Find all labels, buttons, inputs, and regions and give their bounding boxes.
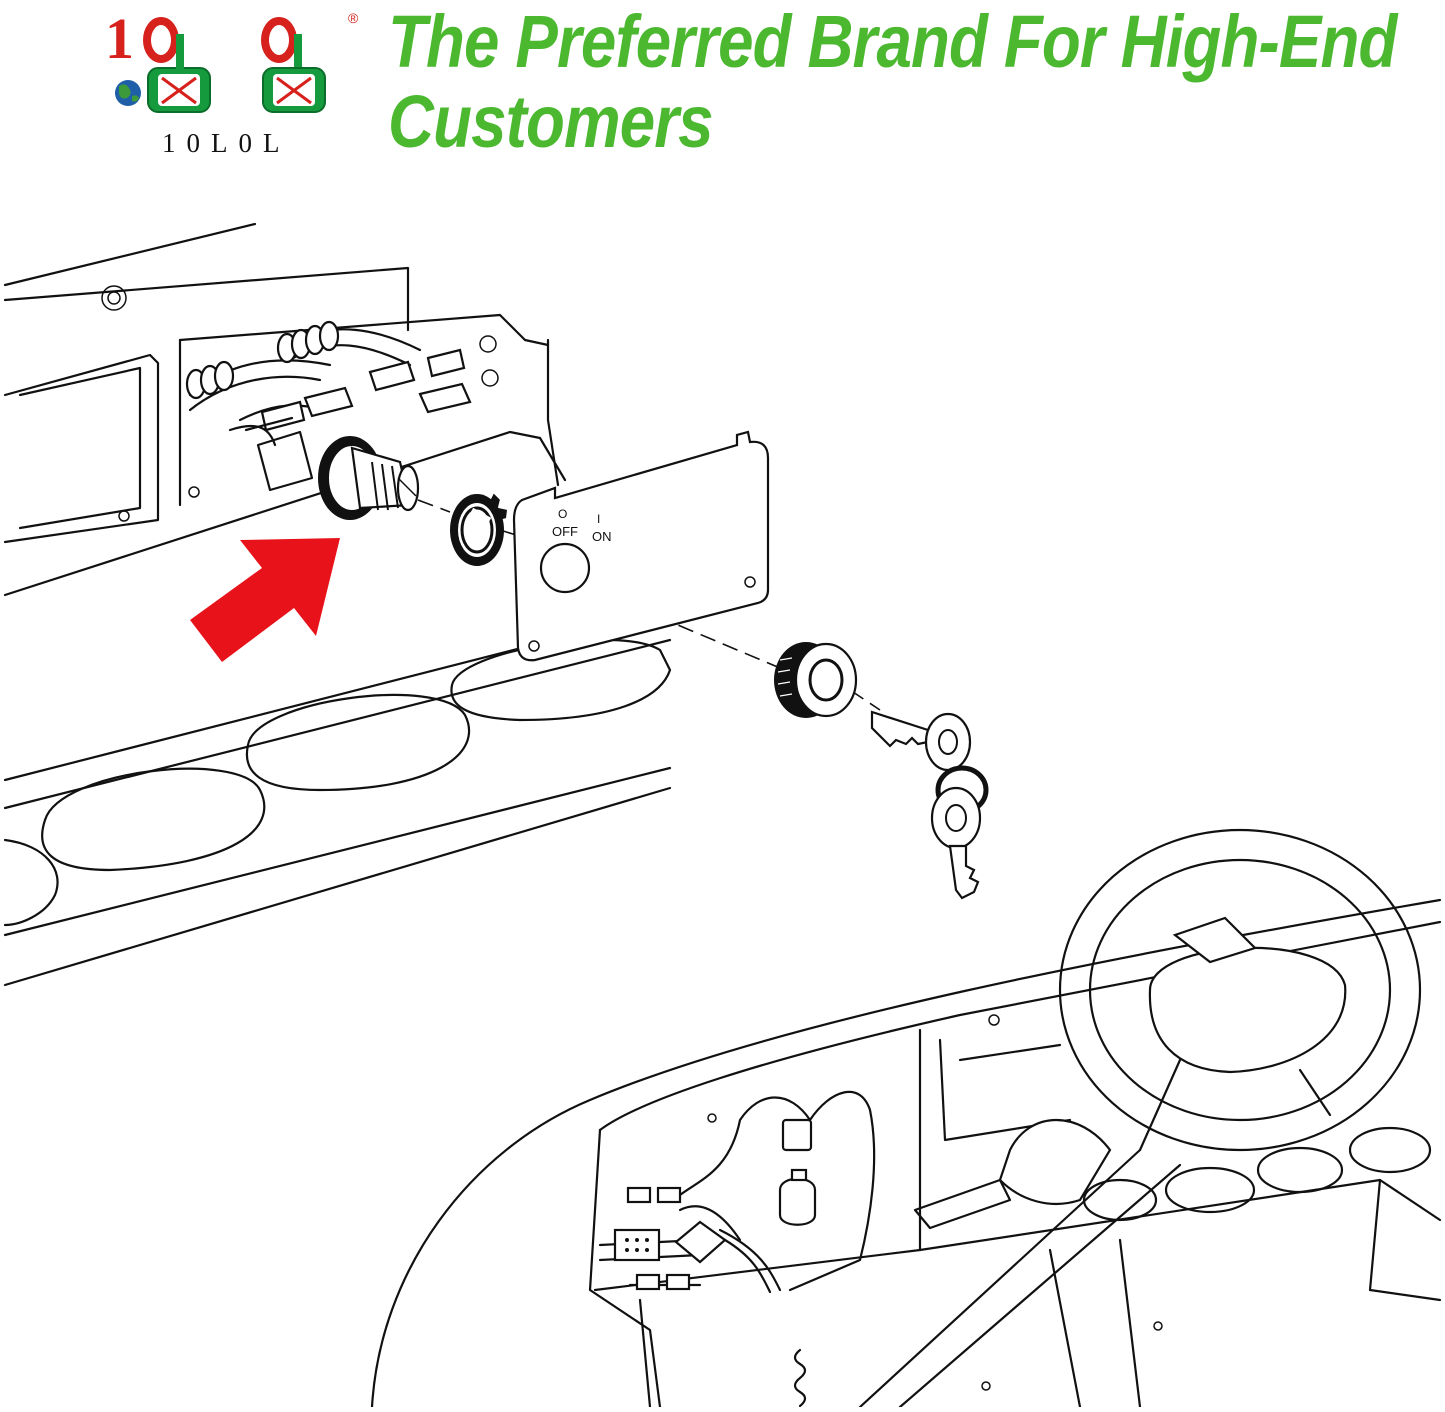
brand-logo: 1 ® 10L0L — [100, 6, 370, 158]
dash-panel — [3, 222, 672, 987]
headline: The Preferred Brand For High-End Custome… — [388, 0, 1397, 163]
ignition-switch — [318, 436, 420, 520]
lock-washer — [450, 493, 508, 566]
off-label: OFF — [552, 524, 578, 539]
keys-icon — [870, 710, 989, 900]
wire-terminals — [260, 348, 472, 432]
trademark-symbol: ® — [348, 10, 359, 26]
knurled-nut — [774, 642, 858, 718]
off-symbol: O — [558, 507, 567, 521]
headline-line-2: Customers — [388, 80, 714, 163]
headline-line-1: The Preferred Brand For High-End — [388, 0, 1397, 83]
globe-icon — [115, 80, 141, 106]
on-symbol: I — [597, 512, 600, 526]
svg-text:1: 1 — [105, 6, 134, 71]
red-arrow-icon — [190, 538, 340, 662]
cart-dashboard — [370, 828, 1442, 1409]
on-label: ON — [592, 529, 612, 544]
installation-diagram: O OFF I ON — [0, 160, 1445, 1409]
switch-plate: O OFF I ON — [512, 430, 770, 662]
logo-wordmark: 10L0L — [162, 128, 291, 156]
